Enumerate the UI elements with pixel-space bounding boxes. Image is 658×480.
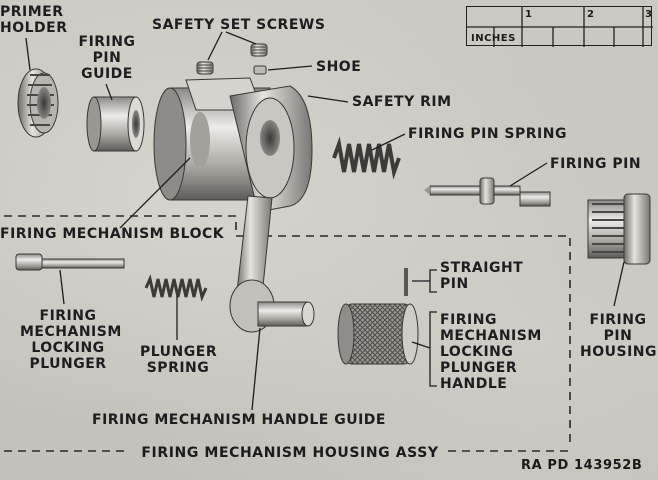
firing-pin-housing-part <box>587 193 651 265</box>
scale-tick-1: 1 <box>525 9 532 20</box>
firing-pin-part <box>424 177 551 207</box>
plunger-handle-part <box>337 303 419 365</box>
inch-scale: 1 2 3 INCHES <box>466 6 653 47</box>
firing-pin-guide-line-3: GUIDE <box>81 66 133 82</box>
label-firing-pin: FIRING PIN <box>550 156 642 172</box>
label-shoe: SHOE <box>316 59 362 75</box>
firing-pin-guide-part <box>86 96 145 152</box>
locking-plunger-part <box>15 253 125 271</box>
label-plunger-handle: FIRING MECHANISM LOCKING PLUNGER HANDLE <box>440 312 542 392</box>
reference-number: RA PD 143952B <box>521 458 643 473</box>
firing-mechanism-block-part <box>153 77 315 333</box>
firing-pin-guide-line-1: FIRING <box>78 34 136 50</box>
plunger-handle-line-2: MECHANISM <box>440 328 542 344</box>
label-firing-pin-guide: FIRING PIN GUIDE <box>78 34 136 82</box>
label-firing-pin-housing: FIRING PIN HOUSING <box>580 312 657 360</box>
scale-units: INCHES <box>471 33 516 44</box>
plunger-handle-line-4: PLUNGER <box>440 360 518 376</box>
plunger-spring-part <box>144 274 208 302</box>
straight-pin-line-2: PIN <box>440 276 469 292</box>
scale-tick-2: 2 <box>587 9 594 20</box>
primer-holder-part <box>17 68 59 138</box>
firing-pin-guide-line-2: PIN <box>92 50 122 66</box>
firing-pin-housing-line-1: FIRING <box>589 312 647 328</box>
firing-pin-housing-line-3: HOUSING <box>580 344 657 360</box>
label-firing-pin-spring: FIRING PIN SPRING <box>408 126 567 142</box>
firing-pin-housing-line-2: PIN <box>603 328 633 344</box>
plunger-spring-line-2: SPRING <box>146 360 210 376</box>
safety-set-screws-part <box>196 43 268 75</box>
label-locking-plunger: FIRING MECHANISM LOCKING PLUNGER <box>20 308 122 372</box>
plunger-handle-line-3: LOCKING <box>440 344 514 360</box>
straight-pin-line-1: STRAIGHT <box>440 260 524 276</box>
plunger-spring-line-1: PLUNGER <box>140 344 218 360</box>
label-handle-guide: FIRING MECHANISM HANDLE GUIDE <box>92 412 386 428</box>
primer-holder-line-1: PRIMER <box>0 4 64 20</box>
locking-plunger-line-1: FIRING <box>39 308 97 324</box>
label-straight-pin: STRAIGHT PIN <box>440 260 523 292</box>
plunger-handle-line-5: HANDLE <box>440 376 508 392</box>
firing-pin-spring-part <box>332 136 401 180</box>
label-firing-mechanism-block: FIRING MECHANISM BLOCK <box>0 226 225 242</box>
label-plunger-spring: PLUNGER SPRING <box>140 344 218 376</box>
locking-plunger-line-4: PLUNGER <box>29 356 107 372</box>
plunger-handle-line-1: FIRING <box>440 312 497 328</box>
straight-pin-part <box>404 268 408 296</box>
locking-plunger-line-3: LOCKING <box>31 340 105 356</box>
scale-ticks <box>467 7 653 47</box>
primer-holder-line-2: HOLDER <box>0 20 68 36</box>
label-safety-set-screws: SAFETY SET SCREWS <box>152 17 326 33</box>
leader-lines <box>25 31 625 411</box>
label-safety-rim: SAFETY RIM <box>352 94 452 110</box>
assembly-boundary <box>4 215 571 452</box>
assembly-caption: FIRING MECHANISM HOUSING ASSY <box>141 445 439 461</box>
locking-plunger-line-2: MECHANISM <box>20 324 122 340</box>
label-primer-holder: PRIMER HOLDER <box>0 4 68 36</box>
scale-tick-3: 3 <box>645 9 652 20</box>
